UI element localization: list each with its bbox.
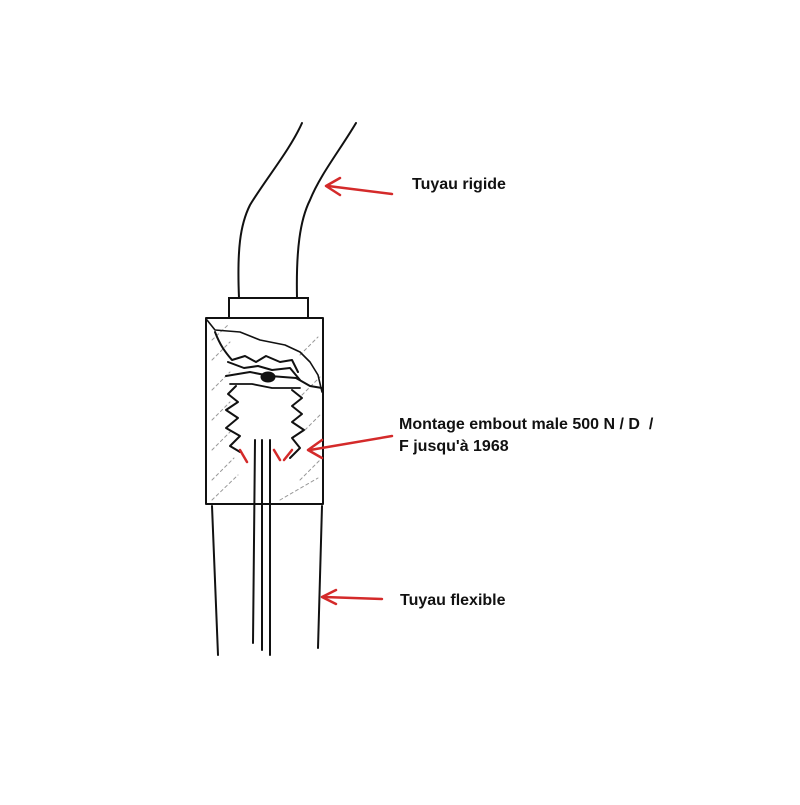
label-rigid-pipe: Tuyau rigide — [412, 176, 506, 193]
seal-marks — [238, 448, 294, 464]
arrow-rigid-pipe — [324, 176, 394, 197]
label-fitting-line2: F jusqu'à 1968 — [399, 438, 509, 455]
flexible-pipe — [211, 439, 323, 656]
fitting-body — [205, 317, 324, 505]
label-fitting: Montage embout male 500 N / D / F jusqu'… — [399, 414, 653, 458]
label-fitting-line1: Montage embout male 500 N / D / — [399, 416, 654, 433]
arrow-fitting — [306, 434, 394, 460]
arrow-flexible-pipe — [320, 588, 384, 606]
fitting-cap — [228, 297, 309, 319]
label-flexible-pipe: Tuyau flexible — [400, 592, 506, 609]
rigid-pipe — [237, 122, 357, 299]
